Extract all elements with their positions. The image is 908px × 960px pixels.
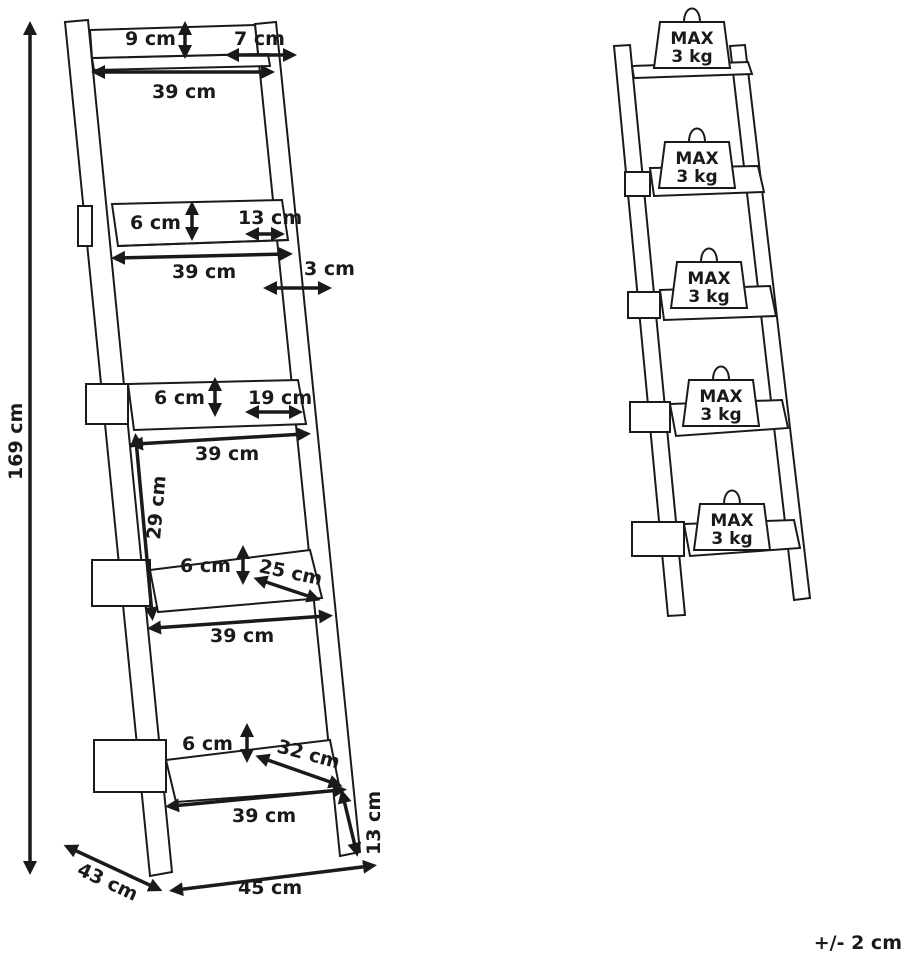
shelf-spacing-label: 29 cm [143, 475, 171, 541]
svg-text:MAX: MAX [699, 387, 742, 407]
shelf-3-depth-label: 19 cm [248, 387, 312, 409]
shelf-5-rim-label: 6 cm [182, 733, 233, 755]
shelf-1-width-label: 39 cm [152, 81, 216, 103]
svg-text:MAX: MAX [710, 511, 753, 531]
foot-height-label: 13 cm [363, 791, 385, 855]
dimension-lines [23, 20, 377, 897]
width-label: 45 cm [238, 877, 302, 899]
shelf-4-width-label: 39 cm [210, 625, 274, 647]
svg-text:MAX: MAX [670, 29, 713, 49]
shelf-3-rim-label: 6 cm [154, 387, 205, 409]
svg-text:3 kg: 3 kg [688, 287, 729, 307]
tolerance-note: +/- 2 cm [813, 932, 902, 954]
svg-text:3 kg: 3 kg [676, 167, 717, 187]
svg-text:3 kg: 3 kg [671, 47, 712, 67]
shelf-5-width-label: 39 cm [232, 805, 296, 827]
rail-width-label: 3 cm [304, 258, 355, 280]
svg-text:MAX: MAX [687, 269, 730, 289]
shelf-2 [77, 198, 290, 248]
shelf-3-width-label: 39 cm [195, 443, 259, 465]
svg-text:MAX: MAX [675, 149, 718, 169]
shelf-2-width-label: 39 cm [172, 261, 236, 283]
svg-text:3 kg: 3 kg [711, 529, 752, 549]
shelf-1-depth-label: 7 cm [234, 28, 285, 50]
svg-text:3 kg: 3 kg [700, 405, 741, 425]
shelf-2-rim-label: 6 cm [130, 212, 181, 234]
shelf-1-rim-label: 9 cm [125, 28, 176, 50]
height-label: 169 cm [5, 403, 27, 480]
shelf-4-rim-label: 6 cm [180, 555, 231, 577]
shelf-2-depth-label: 13 cm [238, 207, 302, 229]
right-rail [253, 20, 362, 858]
